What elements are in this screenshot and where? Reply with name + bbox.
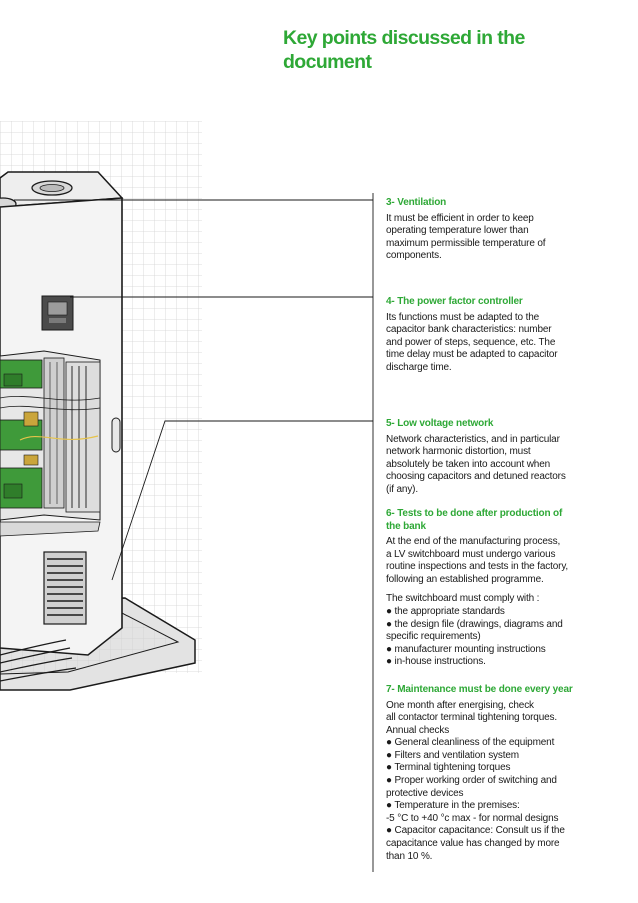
section-power-factor-controller: 4- The power factor controller Its funct… [386,296,606,374]
section-title: 5- Low voltage network [386,418,494,429]
page-heading: Key points discussed in the document [283,27,525,73]
section-title: 7- Maintenance must be done every year [386,684,573,695]
section-body: One month after energising, check all co… [386,699,565,862]
section-title: 6- Tests to be done after production of … [386,508,563,532]
section-body: Network characteristics, and in particul… [386,433,566,495]
section-body: It must be efficient in order to keep op… [386,212,546,262]
section-low-voltage-network: 5- Low voltage network Network character… [386,418,606,496]
section-ventilation: 3- Ventilation It must be efficient in o… [386,197,606,263]
section-title: 4- The power factor controller [386,296,523,307]
door-handle [111,417,121,453]
leader-lines [14,193,374,872]
section-body-compliance: The switchboard must comply with : ● the… [386,593,563,668]
ventilation-grille [43,551,87,625]
section-tests-after-production: 6- Tests to be done after production of … [386,508,606,669]
section-body: Its functions must be adapted to the cap… [386,311,558,373]
cable-bundle [0,639,77,682]
section-title: 3- Ventilation [386,197,447,208]
section-annual-maintenance: 7- Maintenance must be done every year O… [386,684,606,863]
capacitor-cutaway [0,350,101,537]
section-body: At the end of the manufacturing process,… [386,536,569,585]
